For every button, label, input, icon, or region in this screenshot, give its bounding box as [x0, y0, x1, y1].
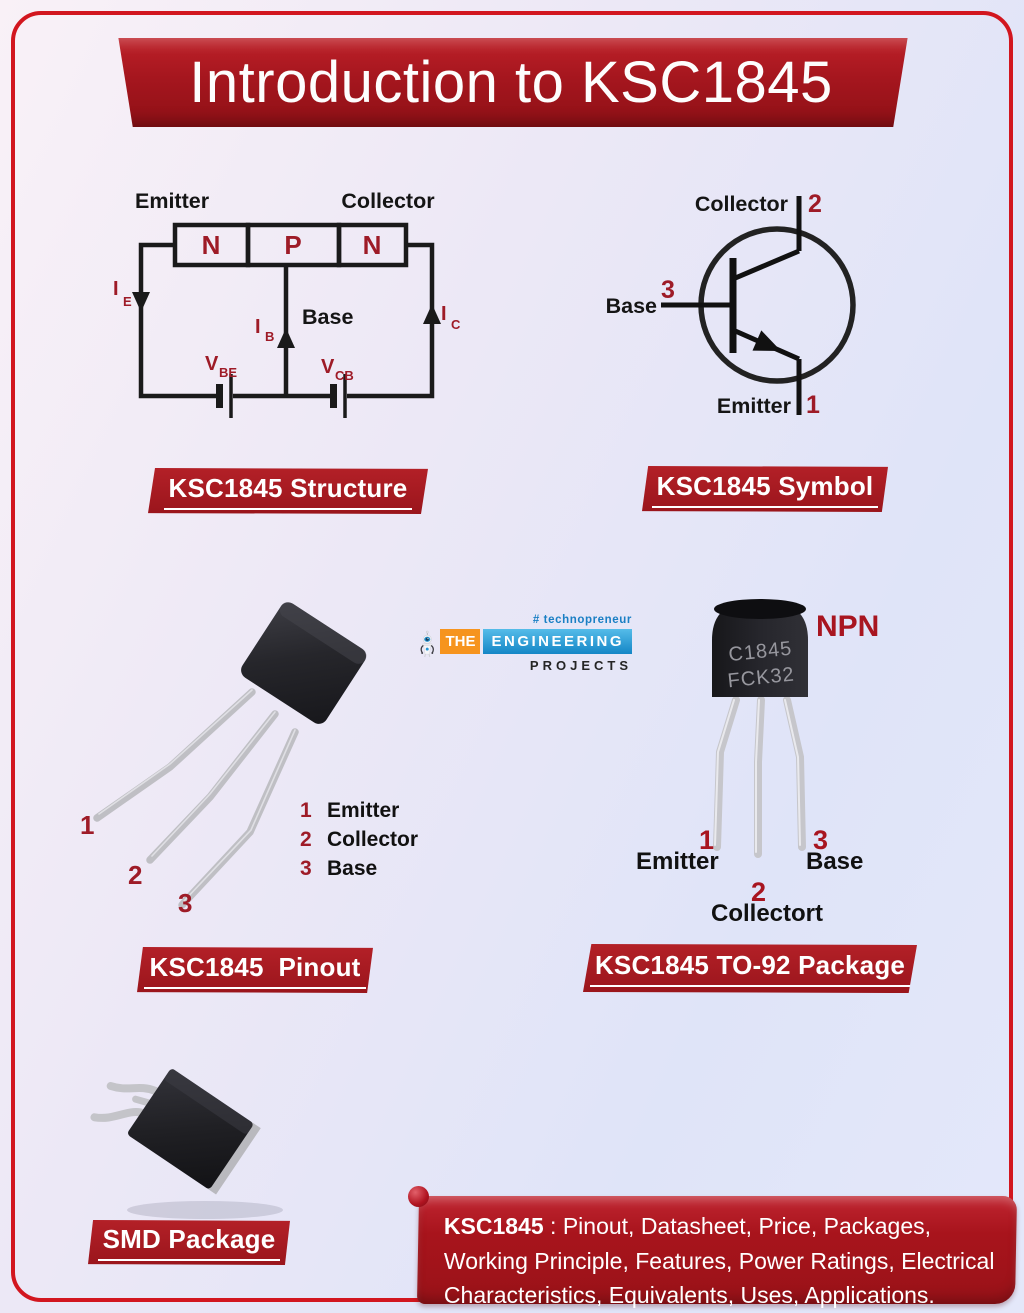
ic-arrow — [423, 304, 441, 324]
legend-row: 3 Base — [300, 857, 418, 886]
legend-label: Emitter — [327, 799, 400, 822]
pinout-pin3-number: 3 — [178, 888, 192, 918]
ie-arrow — [132, 292, 150, 312]
to92-pin1-number: 1 — [699, 825, 715, 855]
region-n-left: N — [202, 230, 221, 260]
smd-shadow — [127, 1201, 283, 1219]
page-title: Introduction to KSC1845 — [189, 50, 833, 115]
npn-type-label: NPN — [816, 610, 880, 643]
to92-caption-label: KSC1845 TO-92 Package — [589, 950, 911, 987]
to92-pin3-number: 3 — [813, 825, 829, 855]
to92-body — [712, 602, 808, 697]
symbol-emitter-pin: 1 — [806, 391, 820, 419]
footer-text: KSC1845 : Pinout, Datasheet, Price, Pack… — [418, 1196, 1016, 1313]
legend-row: 2 Collector — [300, 828, 418, 857]
to92-caption-banner: KSC1845 TO-92 Package — [583, 944, 917, 993]
structure-caption-banner: KSC1845 Structure — [148, 468, 428, 514]
legend-number: 2 — [300, 828, 312, 851]
to92-legs — [713, 696, 806, 858]
title-banner: Introduction to KSC1845 — [118, 38, 908, 127]
voltage-vbe-label: V — [205, 353, 219, 375]
footer-pin-dot — [408, 1186, 429, 1207]
to92-body-top — [714, 599, 806, 619]
legend-label: Base — [327, 857, 378, 880]
to92-front-photo: C1845 FCK32 — [712, 599, 808, 858]
current-ic-label: I — [441, 303, 447, 325]
voltage-vbe-sub: BE — [219, 365, 237, 380]
to92-pin3-label: Base — [806, 848, 864, 875]
logo-tagline: # technopreneur — [532, 614, 632, 626]
region-p: P — [284, 230, 301, 260]
legend-number: 3 — [300, 857, 312, 880]
structure-wires — [138, 242, 435, 399]
smd-body-group — [90, 1069, 261, 1195]
to92-pin2-label: Collectort — [711, 900, 824, 927]
region-n-right: N — [363, 230, 382, 260]
vbe-battery-symbol — [216, 374, 233, 418]
pinout-pin2-number: 2 — [128, 860, 142, 890]
legend-row: 1 Emitter — [300, 799, 418, 828]
robot-mascot-icon — [420, 630, 434, 658]
logo-word-engineering: ENGINEERING — [483, 629, 632, 654]
to92-pin1-label: Emitter — [636, 848, 719, 875]
structure-caption-label: KSC1845 Structure — [163, 473, 413, 510]
current-ib-sub: B — [265, 329, 274, 344]
brand-logo: # technopreneur THE ENGINEERING PROJECTS — [420, 604, 632, 688]
symbol-collector-label: Collector — [695, 192, 789, 216]
voltage-vcb-sub: CB — [335, 368, 354, 383]
symbol-caption-label: KSC1845 Symbol — [651, 471, 879, 508]
symbol-caption-banner: KSC1845 Symbol — [642, 466, 888, 512]
smd-caption-banner: SMD Package — [88, 1220, 290, 1265]
to92-pinout-photo: 1 2 3 — [80, 602, 367, 918]
to92-legs-highlight — [714, 699, 801, 853]
structure-base-label: Base — [302, 305, 353, 329]
smd-package-photo — [90, 1069, 283, 1219]
legend-number: 1 — [300, 799, 312, 822]
symbol-lines — [661, 196, 802, 415]
symbol-base-pin: 3 — [661, 276, 675, 304]
logo-word-projects: PROJECTS — [529, 658, 632, 673]
vcb-battery-symbol — [330, 374, 347, 418]
logo-word-the: THE — [440, 629, 481, 654]
pinout-caption-banner: KSC1845 Pinout — [137, 947, 373, 993]
smd-caption-label: SMD Package — [97, 1224, 281, 1261]
to92-pin2-number: 2 — [751, 877, 767, 907]
symbol-emitter-label: Emitter — [717, 394, 792, 418]
pinout-body — [241, 602, 367, 724]
transistor-symbol-diagram: Collector 2 Base 3 Emitter 1 — [606, 190, 856, 419]
npn-structure-diagram: N P N Emitter Collector Base I E I B I C… — [113, 189, 461, 418]
current-ie-sub: E — [123, 294, 132, 309]
ib-arrow — [277, 328, 295, 348]
symbol-base-label: Base — [606, 294, 657, 318]
footer-part-number: KSC1845 — [443, 1213, 544, 1239]
structure-emitter-label: Emitter — [135, 189, 210, 213]
current-ic-sub: C — [451, 317, 461, 332]
current-ib-label: I — [255, 316, 261, 338]
structure-collector-label: Collector — [341, 189, 435, 213]
current-ie-label: I — [113, 278, 119, 300]
npn-region-boxes — [172, 222, 409, 268]
footer-banner: KSC1845 : Pinout, Datasheet, Price, Pack… — [416, 1196, 1018, 1308]
voltage-vcb-label: V — [321, 356, 335, 378]
legend-label: Collector — [327, 828, 419, 851]
symbol-collector-pin: 2 — [808, 190, 822, 218]
pinout-caption-label: KSC1845 Pinout — [144, 952, 366, 989]
pinout-pin1-number: 1 — [80, 810, 94, 840]
pinout-legend: 1 Emitter 2 Collector 3 Base — [300, 799, 418, 886]
emitter-arrow — [752, 330, 781, 351]
pinout-legs-highlight — [98, 689, 296, 902]
